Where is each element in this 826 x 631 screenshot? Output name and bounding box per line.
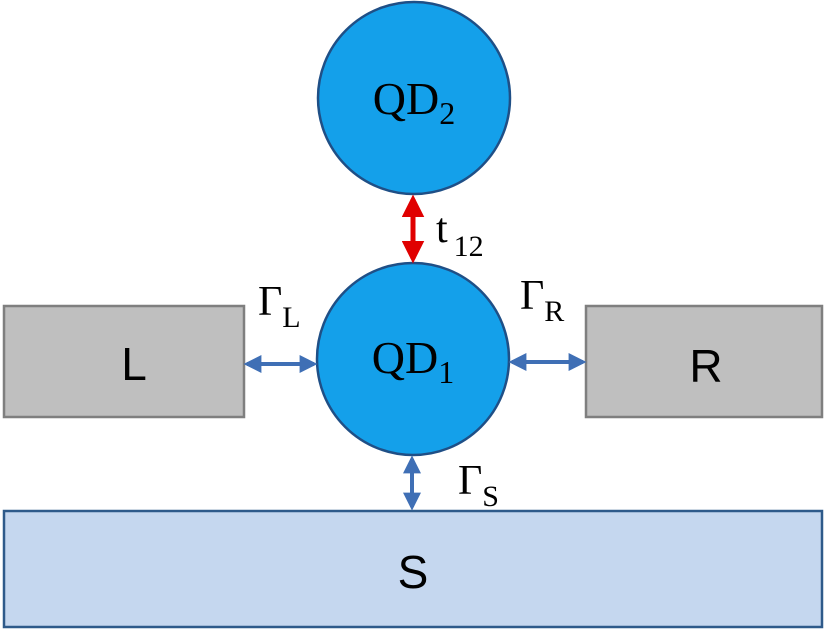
- superconductor-label: S: [398, 546, 429, 598]
- left-lead: L: [2, 304, 246, 419]
- right-coupling-subscript: R: [544, 295, 564, 328]
- left-coupling-subscript: L: [282, 301, 300, 334]
- substrate-coupling-symbol: Γ: [458, 458, 482, 504]
- right-lead-label: R: [689, 340, 722, 392]
- quantum-dot-1-name: QD: [372, 332, 438, 383]
- right-coupling-label: ΓR: [520, 273, 564, 328]
- interdot-coupling-symbol: t: [436, 206, 448, 252]
- substrate-coupling-label: ΓS: [458, 458, 499, 513]
- left-coupling-label: ΓL: [258, 279, 301, 334]
- left-coupling-symbol: Γ: [258, 279, 282, 325]
- left-lead-label: L: [121, 338, 147, 390]
- quantum-dot-2-subscript: 2: [439, 95, 455, 131]
- quantum-dot-1-subscript: 1: [438, 354, 454, 390]
- interdot-coupling-subscript: 12: [454, 230, 484, 263]
- superconductor-block: S: [2, 509, 824, 629]
- quantum-dot-1-label: QD1: [372, 332, 454, 390]
- quantum-dot-2-name: QD: [373, 73, 439, 124]
- quantum-dot-2: QD2: [316, 0, 512, 196]
- quantum-dot-2-label: QD2: [373, 73, 455, 131]
- substrate-coupling-subscript: S: [482, 480, 499, 513]
- right-coupling-symbol: Γ: [520, 273, 544, 319]
- right-lead: R: [584, 304, 824, 419]
- quantum-dot-1: QD1: [315, 261, 511, 457]
